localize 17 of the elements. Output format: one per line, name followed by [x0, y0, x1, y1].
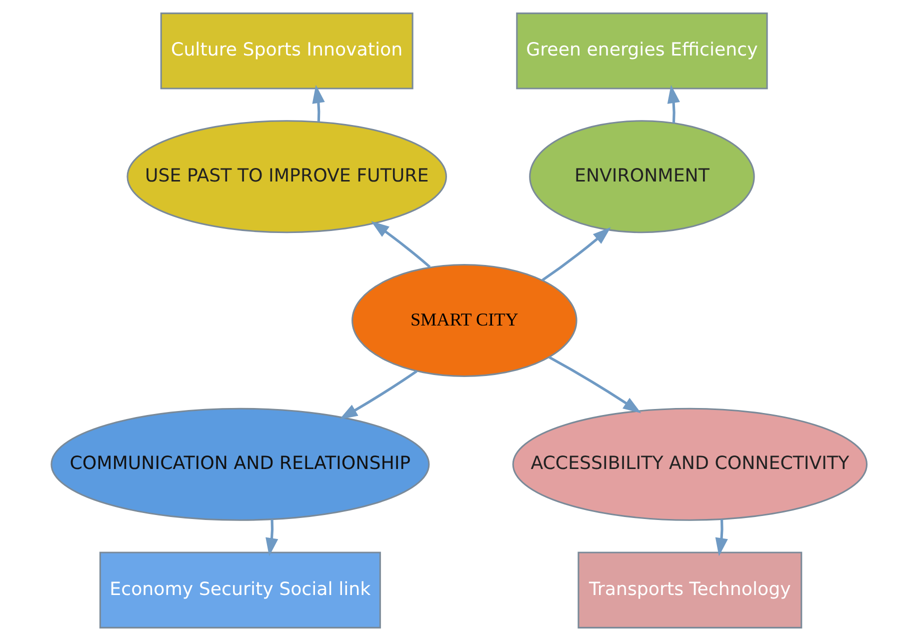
arrow [338, 370, 417, 420]
node-ellipse: SMART CITY [351, 264, 577, 378]
arrow [548, 356, 641, 414]
node-box: Culture Sports Innovation [160, 12, 413, 90]
arrow [312, 84, 324, 122]
arrow [714, 519, 728, 556]
arrow [265, 519, 278, 556]
node-ellipse: COMMUNICATION AND RELATIONSHIP [50, 408, 430, 521]
node-ellipse: USE PAST TO IMPROVE FUTURE [126, 120, 446, 234]
arrow [541, 227, 610, 282]
node-box: Transports Technology [577, 552, 802, 628]
node-ellipse: ACCESSIBILITY AND CONNECTIVITY [512, 408, 868, 521]
node-box: Economy Security Social link [98, 552, 380, 628]
node-ellipse: ENVIRONMENT [528, 120, 754, 234]
arrow [666, 84, 680, 124]
node-box: Green energies Efficiency [516, 12, 768, 90]
arrow [370, 221, 430, 268]
